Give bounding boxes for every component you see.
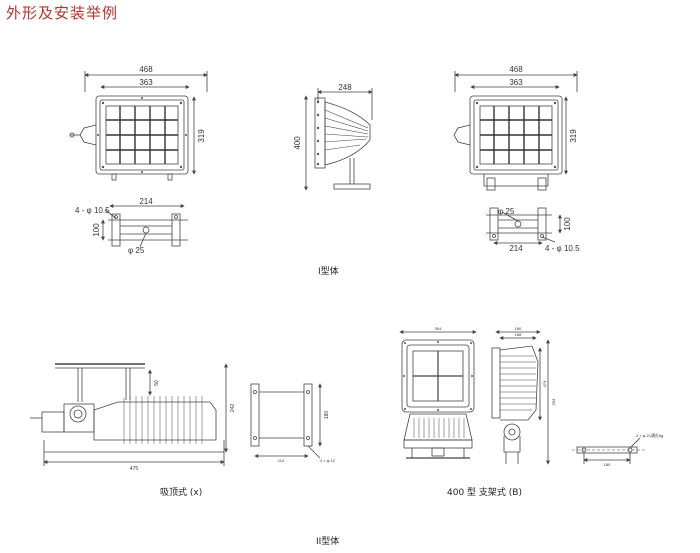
- type-i-side-view: 248 400: [293, 83, 373, 191]
- type-ii-caption: II型体: [316, 537, 340, 547]
- dim-bracket-width: 114: [278, 458, 285, 463]
- type-i-mount-plate: 4 - φ 10.5 214 100 φ 25: [75, 197, 188, 255]
- dim-overall-height: 593: [551, 398, 556, 405]
- type-ii-bracket-side-view: 180 158 474 593: [491, 326, 556, 465]
- dim-depth: 100: [92, 223, 101, 237]
- type-i-mount-plate-alt: φ 25 100 214 4 - φ 10.5: [486, 207, 580, 253]
- bracket-mount-caption: 400 型 支架式 (B): [447, 488, 522, 498]
- dim-depth: 100: [563, 217, 572, 231]
- type-ii-bracket-front-view: 304: [399, 326, 477, 459]
- dim-bracket-hole: 2 × φ 21通孔tlg: [636, 432, 663, 438]
- dim-length: 475: [130, 466, 139, 472]
- dim-side-height: 474: [542, 380, 547, 387]
- type-ii-ceiling-view: 50 475 242: [30, 363, 236, 472]
- dim-hole-label: 4 - φ 10.5: [75, 206, 110, 215]
- dim-height: 242: [230, 404, 236, 413]
- dim-front-width: 304: [435, 326, 442, 331]
- dim-side-inner: 158: [515, 332, 522, 337]
- dim-bracket-length: 180: [604, 462, 611, 467]
- dim-height: 319: [197, 129, 206, 143]
- dim-width-outer: 468: [139, 65, 153, 74]
- dim-width-inner: 363: [509, 78, 523, 87]
- dim-width-inner: 363: [139, 78, 153, 87]
- type-i-front-view-alt: 468 363 319: [453, 65, 578, 191]
- ceiling-mount-caption: 吸顶式 (x): [160, 488, 203, 498]
- dim-spacing: 214: [509, 244, 523, 253]
- dim-bracket-hole: 4 × φ 12: [320, 458, 336, 463]
- dim-bracket-height: 180: [324, 411, 330, 420]
- type-i-caption: I型体: [318, 267, 339, 277]
- dim-spacing: 214: [139, 197, 153, 206]
- dim-center-hole: φ 25: [498, 207, 515, 216]
- dim-height: 319: [569, 129, 578, 143]
- page-title: 外形及安装举例: [6, 4, 119, 22]
- dim-drop: 50: [154, 380, 160, 386]
- dim-center-hole: φ 25: [128, 246, 145, 255]
- dim-height: 400: [293, 136, 302, 150]
- type-ii-bracket-rail: 2 × φ 21通孔tlg 180: [572, 432, 663, 467]
- dim-depth: 248: [338, 83, 352, 92]
- type-i-front-view: 468 363 319: [69, 65, 208, 181]
- type-ii-ceiling-bracket: 180 114 4 × φ 12: [250, 383, 336, 463]
- dim-hole-label: 4 - φ 10.5: [545, 244, 580, 253]
- dim-width-outer: 468: [509, 65, 523, 74]
- dim-side-top: 180: [515, 326, 522, 331]
